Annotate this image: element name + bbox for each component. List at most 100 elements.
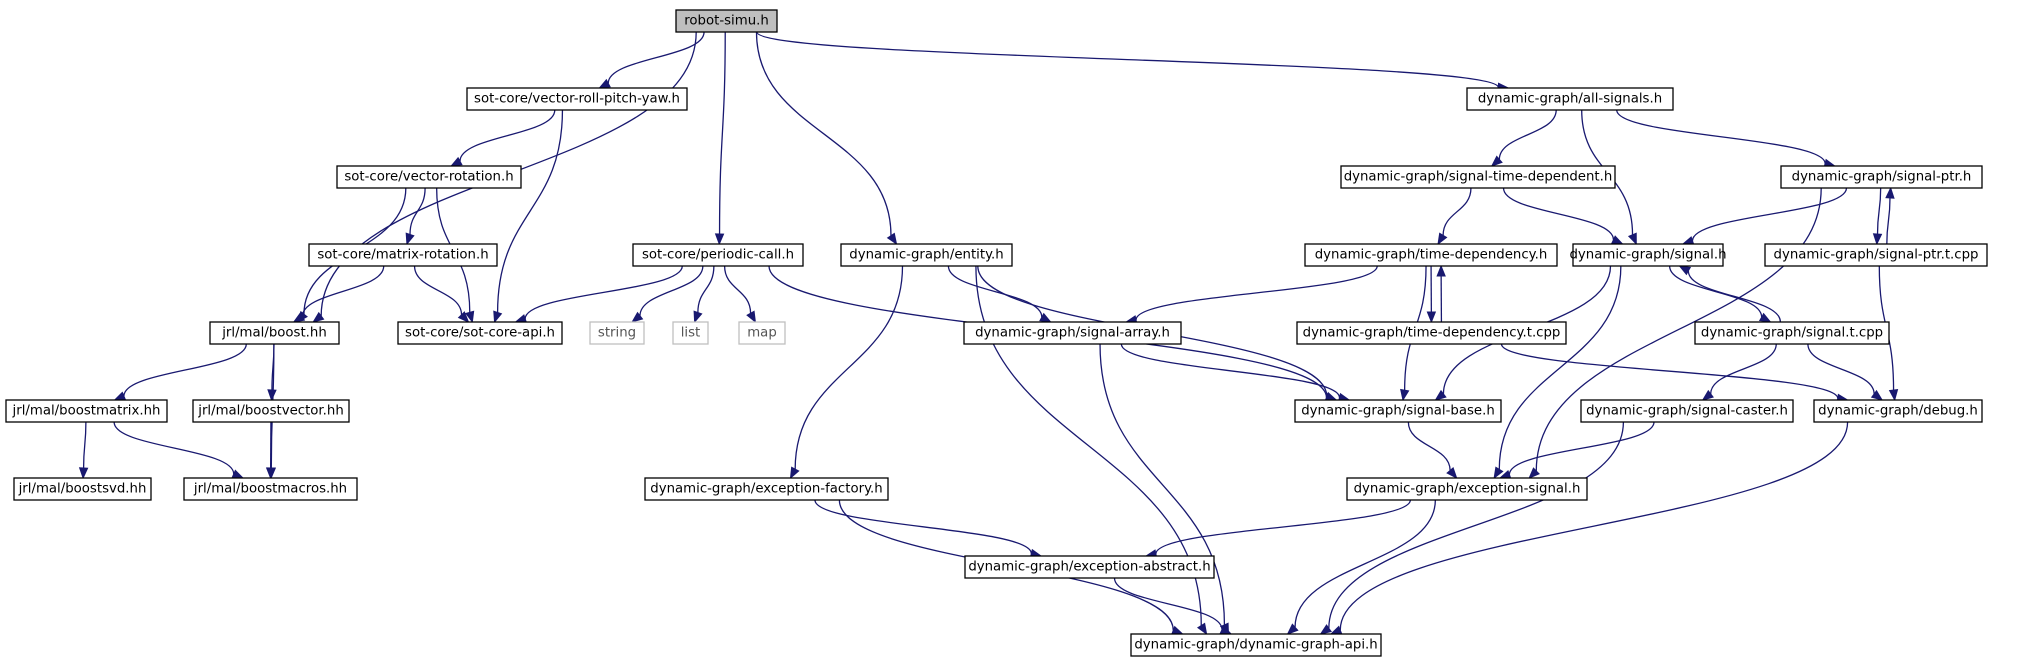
node-box	[738, 321, 786, 345]
arrowhead-icon	[714, 233, 725, 246]
edge-sbase-to-esignal	[1407, 421, 1458, 480]
node-sot-core-matrix-rotation-h[interactable]: sot-core/matrix-rotation.h	[308, 243, 498, 267]
edge-robot-to-vrpy	[598, 31, 705, 89]
edge-signal-to-signalt	[1668, 265, 1772, 323]
arrowhead-icon	[886, 232, 898, 246]
edge-robot-to-pcall	[714, 31, 726, 246]
node-label: map	[747, 326, 777, 341]
node-sot-core-periodic-call-h[interactable]: sot-core/periodic-call.h	[632, 243, 804, 267]
edge-mrot-to-boost	[292, 265, 385, 323]
edge-line	[1691, 187, 1848, 241]
edge-line	[1500, 343, 1839, 399]
node-dynamic-graph-exception-abstract-h[interactable]: dynamic-graph/exception-abstract.h	[964, 555, 1215, 579]
edge-sptrt-to-sptr	[1885, 186, 1895, 245]
arrowhead-icon	[292, 312, 306, 323]
edge-scaster-to-esignal	[1498, 421, 1655, 479]
node-dynamic-graph-signal-time-dependent-h[interactable]: dynamic-graph/signal-time-dependent.h	[1340, 165, 1616, 189]
node-box	[1466, 87, 1674, 111]
edge-entity-to-efactory	[789, 265, 904, 480]
node-label: sot-core/periodic-call.h	[642, 248, 794, 263]
edge-line	[755, 31, 892, 236]
edge-line	[1535, 187, 1822, 471]
node-box	[308, 243, 498, 267]
node-dynamic-graph-entity-h[interactable]: dynamic-graph/entity.h	[840, 243, 1013, 267]
node-dynamic-graph-exception-signal-h[interactable]: dynamic-graph/exception-signal.h	[1346, 477, 1588, 501]
arrowhead-icon	[1196, 622, 1208, 636]
edge-line	[413, 265, 463, 315]
edge-line	[1294, 499, 1436, 628]
edge-sptr-to-esignal	[1528, 187, 1822, 479]
arrowhead-icon	[312, 311, 325, 323]
edge-line	[1502, 187, 1615, 240]
edge-signalt-to-scaster	[1701, 343, 1777, 401]
node-string: string	[589, 321, 645, 345]
node-label: dynamic-graph/signal.t.cpp	[1701, 326, 1883, 341]
node-jrl-mal-boostsvd-hh[interactable]: jrl/mal/boostsvd.hh	[13, 477, 152, 501]
edge-entity-to-dgapi	[975, 265, 1208, 636]
arrowhead-icon	[1319, 624, 1332, 635]
node-dynamic-graph-dynamic-graph-api-h[interactable]: dynamic-graph/dynamic-graph-api.h	[1130, 633, 1382, 657]
node-label: sot-core/vector-rotation.h	[344, 170, 513, 185]
node-box	[1294, 399, 1502, 423]
arrowhead-icon	[1701, 389, 1714, 401]
edge-line	[1099, 343, 1226, 625]
node-label: dynamic-graph/time-dependency.t.cpp	[1303, 326, 1561, 341]
edge-line	[1876, 187, 1882, 235]
edge-boost-to-bvector	[267, 343, 277, 402]
node-jrl-mal-boostvector-hh[interactable]: jrl/mal/boostvector.hh	[192, 399, 350, 423]
edge-line	[1498, 109, 1557, 160]
node-label: list	[681, 326, 701, 341]
node-box	[672, 321, 709, 345]
edge-line	[1886, 197, 1891, 245]
node-label: dynamic-graph/signal-caster.h	[1586, 404, 1788, 419]
node-dynamic-graph-exception-factory-h[interactable]: dynamic-graph/exception-factory.h	[644, 477, 889, 501]
node-jrl-mal-boostmatrix-hh[interactable]: jrl/mal/boostmatrix.hh	[5, 399, 168, 423]
node-dynamic-graph-signal-array-h[interactable]: dynamic-graph/signal-array.h	[963, 321, 1182, 345]
edge-bvector-to-bmacros	[265, 421, 276, 480]
node-dynamic-graph-time-dependency-t-cpp[interactable]: dynamic-graph/time-dependency.t.cpp	[1296, 321, 1567, 345]
edge-sptr-to-sptrt	[1872, 187, 1883, 246]
node-robot-simu-h[interactable]: robot-simu.h	[675, 9, 778, 33]
node-sot-core-vector-rotation-h[interactable]: sot-core/vector-rotation.h	[336, 165, 522, 189]
arrowhead-icon	[1870, 389, 1884, 401]
node-box	[1130, 633, 1382, 657]
edge-signalt-to-signal	[1678, 265, 1782, 323]
edge-scaster-to-dgapi	[1319, 421, 1625, 635]
edge-vrot-to-mrot	[405, 187, 426, 246]
edge-pcall-to-sotapi	[514, 265, 683, 324]
arrowhead-icon	[1434, 389, 1447, 401]
node-jrl-mal-boost-hh[interactable]: jrl/mal/boost.hh	[209, 321, 340, 345]
node-jrl-mal-boostmacros-hh[interactable]: jrl/mal/boostmacros.hh	[183, 477, 358, 501]
node-dynamic-graph-signal-ptr-t-cpp[interactable]: dynamic-graph/signal-ptr.t.cpp	[1764, 243, 1988, 267]
node-dynamic-graph-all-signals-h[interactable]: dynamic-graph/all-signals.h	[1466, 87, 1674, 111]
node-box	[192, 399, 350, 423]
arrowhead-icon	[457, 311, 470, 323]
node-dynamic-graph-debug-h[interactable]: dynamic-graph/debug.h	[1813, 399, 1983, 423]
node-box	[1346, 477, 1588, 501]
node-sot-core-vector-roll-pitch-yaw-h[interactable]: sot-core/vector-roll-pitch-yaw.h	[466, 87, 688, 111]
edge-vrpy-to-sotapi	[493, 109, 564, 324]
node-box	[675, 9, 778, 33]
node-dynamic-graph-time-dependency-h[interactable]: dynamic-graph/time-dependency.h	[1304, 243, 1558, 267]
arrowhead-icon	[1286, 623, 1299, 635]
node-label: jrl/mal/boostvector.hh	[197, 404, 344, 419]
node-box	[1780, 165, 1983, 189]
node-sot-core-sot-core-api-h[interactable]: sot-core/sot-core-api.h	[397, 321, 563, 345]
node-dynamic-graph-signal-caster-h[interactable]: dynamic-graph/signal-caster.h	[1580, 399, 1794, 423]
edge-line	[1498, 265, 1622, 470]
node-box	[209, 321, 340, 345]
arrowhead-icon	[1888, 389, 1899, 402]
node-box	[632, 243, 804, 267]
node-dynamic-graph-signal-ptr-h[interactable]: dynamic-graph/signal-ptr.h	[1780, 165, 1983, 189]
node-label: dynamic-graph/signal.h	[1569, 248, 1726, 263]
node-dynamic-graph-signal-t-cpp[interactable]: dynamic-graph/signal.t.cpp	[1694, 321, 1890, 345]
arrowhead-icon	[1446, 466, 1458, 480]
arrowhead-icon	[746, 310, 757, 324]
node-dynamic-graph-signal-h[interactable]: dynamic-graph/signal.h	[1569, 243, 1727, 267]
node-dynamic-graph-signal-base-h[interactable]: dynamic-graph/signal-base.h	[1294, 399, 1502, 423]
arrowhead-icon	[78, 467, 89, 480]
edge-line	[947, 265, 1043, 318]
node-label: dynamic-graph/exception-abstract.h	[968, 560, 1210, 575]
edge-esignal-to-eabstract	[1144, 499, 1412, 559]
edge-robot-to-entity	[755, 31, 898, 246]
